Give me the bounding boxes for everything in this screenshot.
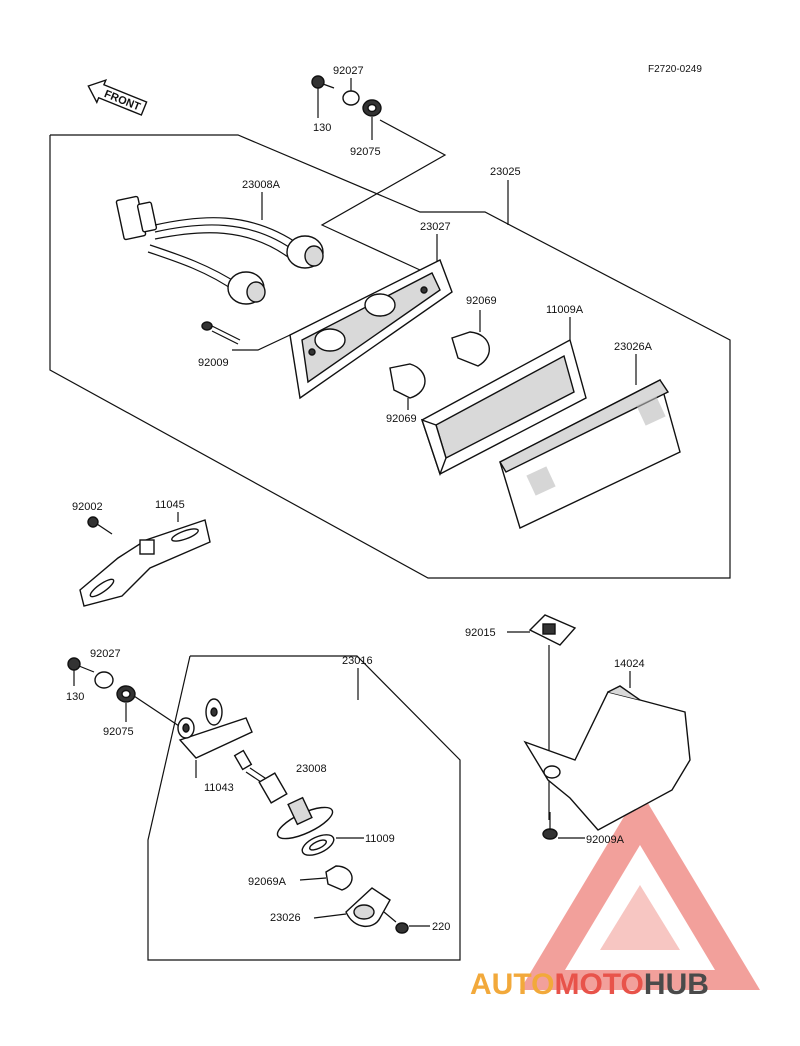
lower-assembly-outline [147,655,461,961]
grommet-92027-low [94,671,114,689]
bracket-11045 [79,519,211,607]
label-130-low: 130 [66,691,84,703]
label-23016: 23016 [342,655,373,667]
label-92027-low: 92027 [90,648,121,660]
rear-fender-14024 [523,685,691,831]
label-92069A: 92069A [248,876,287,888]
label-11009: 11009 [365,833,395,845]
leader-92009 [232,334,291,351]
lens-23026A [499,378,681,529]
bolt-92002 [87,516,113,535]
bracket-11043 [177,698,253,759]
label-23008: 23008 [296,763,327,775]
upper-assembly-outline [49,134,731,579]
leader-92075-low [133,695,186,731]
bulb-92069A [325,865,353,891]
label-11045: 11045 [155,499,185,511]
gasket-11009A [420,338,587,477]
nut-92075-low [116,685,136,722]
label-92002: 92002 [72,501,103,513]
label-23008A: 23008A [242,179,281,191]
label-220: 220 [432,921,450,933]
label-92027-top: 92027 [333,65,364,77]
label-11009A: 11009A [546,304,584,316]
bulb-92069-lower [389,363,426,410]
label-92009A: 92009A [586,834,625,846]
bolt-130-low [67,657,95,686]
label-92075-top: 92075 [350,146,381,158]
label-23025: 23025 [490,166,521,178]
lens-23026 [345,887,391,927]
bolt-130-top [311,75,335,118]
clip-nut-92015 [528,614,577,646]
watermark-part-auto: AUTO [470,968,554,1001]
leader-23026 [313,913,347,919]
label-11043: 11043 [204,782,234,794]
svg-text:AUTOMOTOHUB: AUTOMOTOHUB [470,968,709,1001]
screw-92009 [201,321,241,345]
label-130-top: 130 [313,122,331,134]
watermark-part-hub: HUB [644,968,709,1001]
leader-92069A [299,877,327,881]
label-92069-lower: 92069 [386,413,417,425]
label-92015: 92015 [465,627,496,639]
front-arrow-icon: FRONT [87,78,148,116]
drawing-code: F2720-0249 [648,64,702,75]
leader-top-fastener [320,119,447,271]
label-23026A: 23026A [614,341,653,353]
label-92069-upper: 92069 [466,295,497,307]
label-14024: 14024 [614,658,645,670]
nut-92075-top [362,99,382,140]
wiring-harness-23008A [115,195,324,305]
grommet-92027-top [342,78,360,106]
label-23026: 23026 [270,912,301,924]
watermark-logo-triangle [520,790,760,990]
lamp-housing-23027 [289,259,453,400]
watermark-part-moto: MOTO [554,968,643,1001]
watermark-logo-text: AUTOMOTOHUB [470,968,709,1001]
label-92009: 92009 [198,357,229,369]
label-23027: 23027 [420,221,451,233]
gasket-11009 [301,834,335,856]
screw-220 [383,911,409,934]
label-92075-low: 92075 [103,726,134,738]
socket-23008 [233,749,334,840]
bulb-92069-upper [451,310,491,367]
bolt-92009A [542,812,558,840]
